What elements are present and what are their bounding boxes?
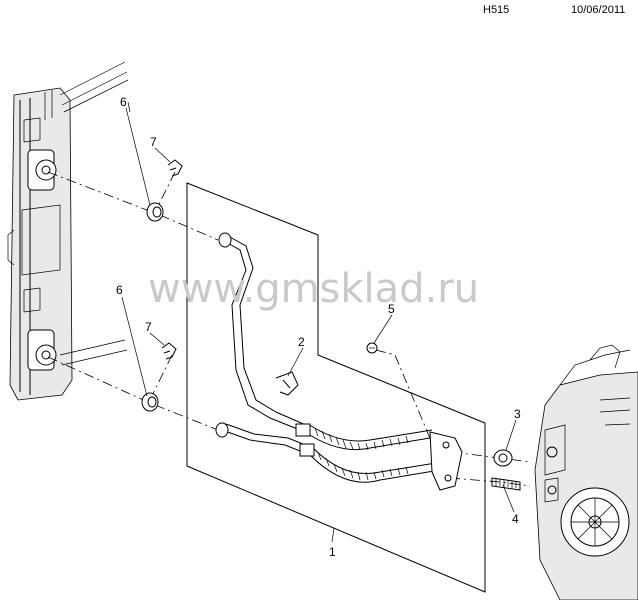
- part-1-outline: [186, 182, 486, 593]
- callout-7-lower: 7: [145, 320, 152, 334]
- hose-bracket: [275, 371, 299, 396]
- fitting-upper: [146, 202, 164, 222]
- callout-6-lower: 6: [116, 283, 123, 297]
- radiator: [7, 61, 129, 401]
- callout-6-upper: 6: [120, 95, 127, 109]
- leader-lines: [121, 101, 517, 543]
- clip-lower: [161, 342, 177, 360]
- fitting-lower: [141, 392, 159, 412]
- stud: [491, 477, 521, 491]
- cooler-hoses: [215, 232, 463, 491]
- callout-4: 4: [512, 512, 519, 526]
- callout-5: 5: [388, 302, 395, 316]
- diagram-code: H515: [483, 4, 510, 16]
- bolt: [366, 342, 378, 354]
- callout-7-upper: 7: [150, 135, 157, 149]
- callout-1: 1: [329, 545, 336, 559]
- callout-2: 2: [298, 335, 305, 349]
- diagram-date: 10/06/2011: [571, 4, 626, 16]
- transmission: [534, 344, 638, 600]
- watermark: www.gmsklad.ru: [148, 266, 479, 312]
- callout-3: 3: [514, 407, 521, 421]
- fitting-transmission: [493, 449, 513, 467]
- clip-upper: [167, 159, 183, 177]
